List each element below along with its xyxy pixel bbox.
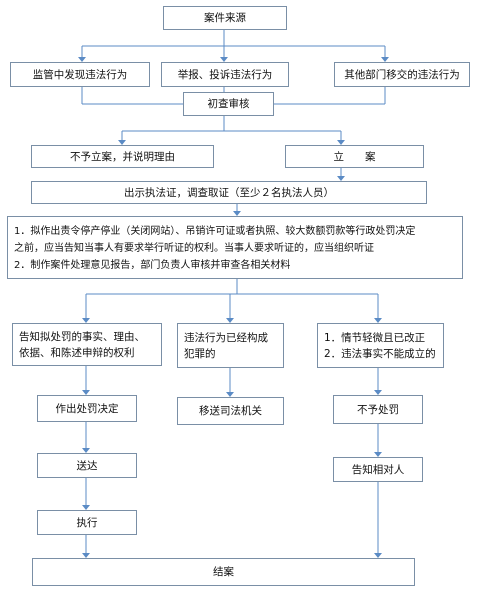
crime-constituted-line-2: 犯罪的 [184, 347, 216, 360]
node-notify-penalty-text: 告知拟处罚的事实、理由、 依据、和陈述申辩的权利 [19, 329, 145, 361]
node-supervision-found: 监管中发现违法行为 [10, 62, 150, 87]
node-no-penalty: 不予处罚 [333, 395, 423, 424]
node-no-penalty-label: 不予处罚 [357, 403, 399, 416]
node-not-filed-label: 不予立案，并说明理由 [70, 150, 175, 163]
node-notify-penalty: 告知拟处罚的事实、理由、 依据、和陈述申辩的权利 [12, 323, 162, 366]
node-deliver-label: 送达 [76, 459, 98, 472]
node-notify-party-label: 告知相对人 [351, 463, 405, 476]
node-close-case: 结案 [32, 558, 415, 586]
node-execute: 执行 [37, 510, 137, 535]
node-investigation: 出示执法证，调查取证（至少２名执法人员） [31, 181, 427, 204]
notify-penalty-line-2: 依据、和陈述申辩的权利 [19, 346, 135, 359]
node-deliver: 送达 [37, 453, 137, 478]
decision-step-1-cont: 之前，应当告知当事人有要求举行听证的权利。当事人要求听证的，应当组织听证 [14, 243, 374, 254]
crime-constituted-line-1: 违法行为已经构成 [184, 331, 268, 344]
minor-cases-line-2: 2．违法事实不能成立的 [324, 347, 436, 360]
node-make-decision-label: 作出处罚决定 [55, 402, 119, 415]
node-other-departments: 其他部门移交的违法行为 [334, 62, 470, 87]
node-report-complaint-label: 举报、投诉违法行为 [177, 68, 273, 81]
node-investigation-label: 出示执法证，调查取证（至少２名执法人员） [124, 186, 334, 199]
node-minor-cases: 1．情节轻微且已改正 2．违法事实不能成立的 [317, 323, 444, 368]
node-other-departments-label: 其他部门移交的违法行为 [344, 68, 460, 81]
node-supervision-found-label: 监管中发现违法行为 [32, 68, 128, 81]
node-report-complaint: 举报、投诉违法行为 [161, 62, 289, 87]
node-decision-steps-text: 1．拟作出责令停产停业（关闭网站）、吊销许可证或者执照、较大数额罚款等行政处罚决… [14, 223, 415, 274]
node-close-case-label: 结案 [213, 566, 234, 578]
node-case-source-label: 案件来源 [204, 12, 246, 24]
node-transfer-judicial-label: 移送司法机关 [199, 405, 262, 417]
node-notify-party: 告知相对人 [333, 457, 423, 482]
node-filed: 立 案 [285, 145, 424, 168]
node-filed-label: 立 案 [333, 150, 376, 163]
node-preliminary-review: 初查审核 [183, 92, 274, 116]
node-decision-steps: 1．拟作出责令停产停业（关闭网站）、吊销许可证或者执照、较大数额罚款等行政处罚决… [7, 216, 463, 279]
notify-penalty-line-1: 告知拟处罚的事实、理由、 [19, 330, 145, 343]
node-preliminary-review-label: 初查审核 [207, 98, 250, 110]
node-crime-constituted-text: 违法行为已经构成 犯罪的 [184, 330, 268, 362]
node-crime-constituted: 违法行为已经构成 犯罪的 [177, 323, 284, 368]
node-make-decision: 作出处罚决定 [37, 395, 137, 422]
decision-step-1: 1．拟作出责令停产停业（关闭网站）、吊销许可证或者执照、较大数额罚款等行政处罚决… [14, 226, 416, 237]
minor-cases-line-1: 1．情节轻微且已改正 [324, 331, 426, 344]
node-case-source: 案件来源 [163, 6, 287, 30]
node-minor-cases-text: 1．情节轻微且已改正 2．违法事实不能成立的 [324, 330, 436, 362]
node-not-filed: 不予立案，并说明理由 [31, 145, 214, 168]
decision-step-2: 2．制作案件处理意见报告，部门负责人审核并审查各相关材料 [14, 260, 291, 271]
node-transfer-judicial: 移送司法机关 [177, 397, 284, 425]
node-execute-label: 执行 [76, 516, 98, 529]
